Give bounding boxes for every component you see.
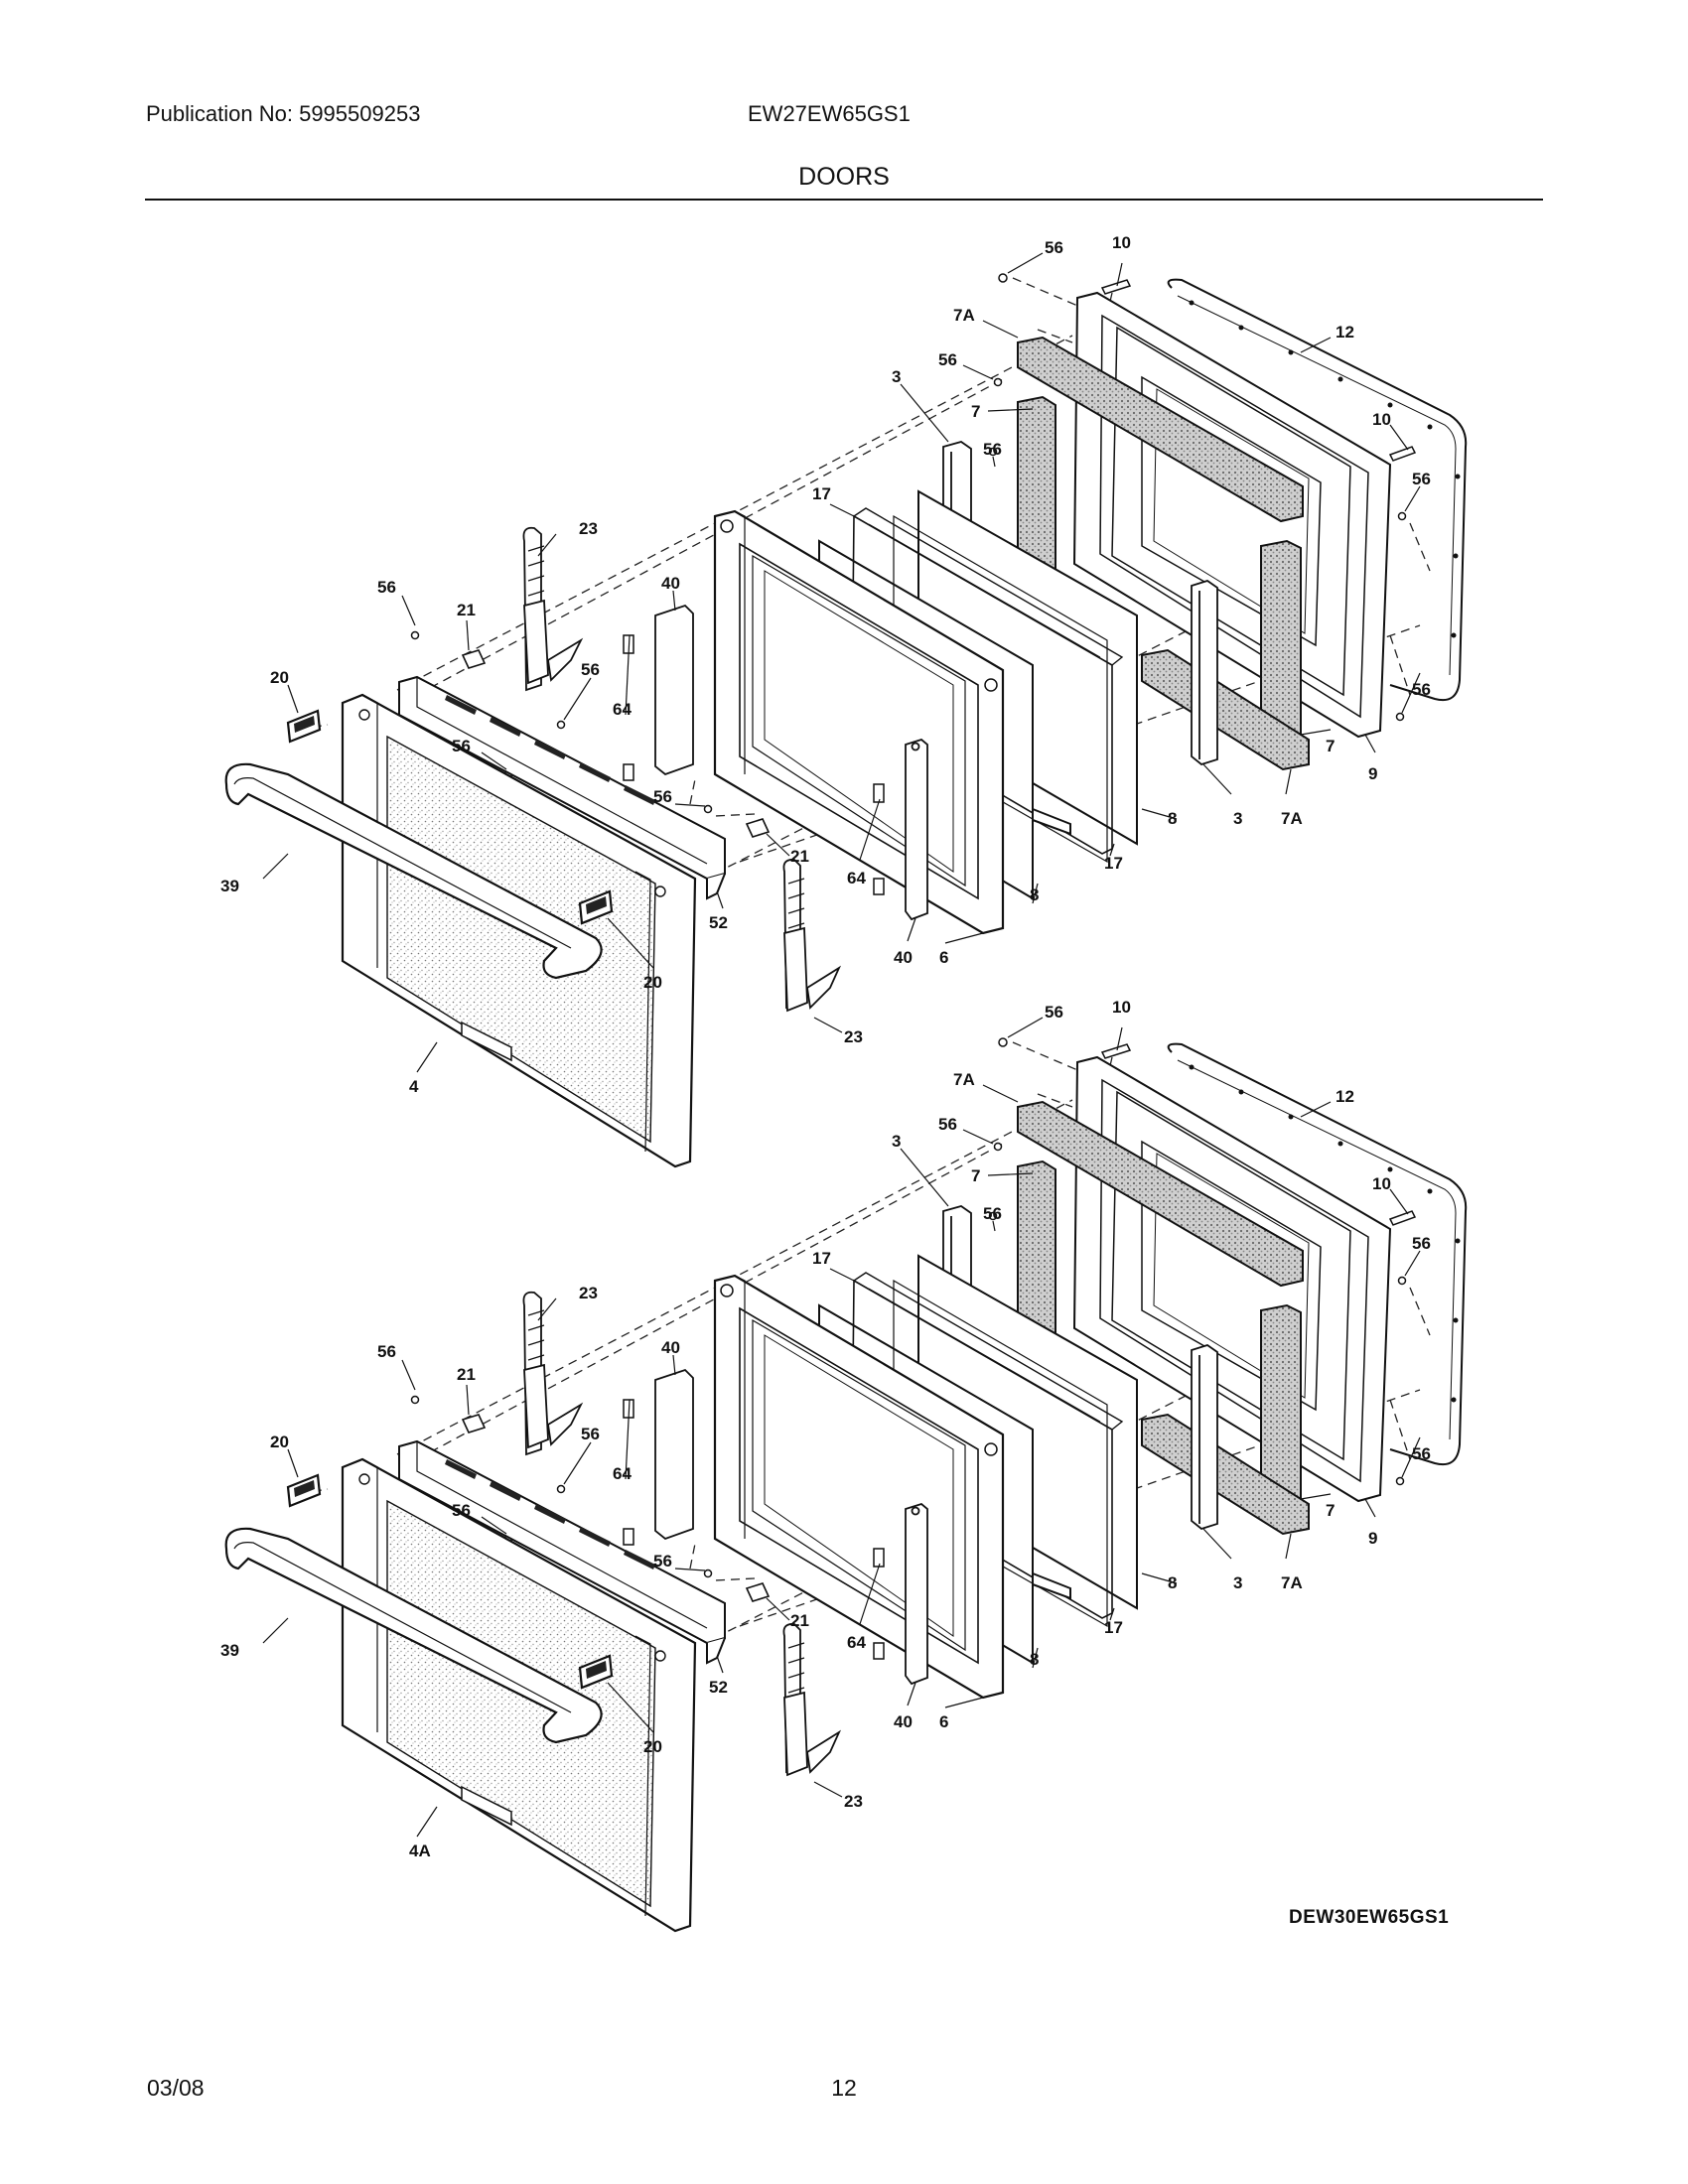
callout-21: 21 bbox=[457, 1365, 476, 1384]
title-rule bbox=[145, 199, 1543, 201]
callout-8: 8 bbox=[1168, 809, 1177, 828]
callout-56: 56 bbox=[653, 1552, 672, 1570]
callout-8: 8 bbox=[1030, 1650, 1039, 1669]
callout-3: 3 bbox=[1233, 809, 1242, 828]
callout-64: 64 bbox=[847, 869, 866, 887]
callout-17: 17 bbox=[1104, 1618, 1123, 1637]
callout-7a: 7A bbox=[953, 306, 975, 325]
callout-3: 3 bbox=[1233, 1573, 1242, 1592]
callout-10: 10 bbox=[1372, 1174, 1391, 1193]
callout-8: 8 bbox=[1030, 886, 1039, 904]
callout-9: 9 bbox=[1368, 764, 1377, 783]
callout-7: 7 bbox=[1326, 737, 1335, 755]
callout-64: 64 bbox=[847, 1633, 866, 1652]
callout-56: 56 bbox=[1412, 470, 1431, 488]
callout-56: 56 bbox=[1045, 238, 1063, 257]
upper-door-assembly: 56 10 7A 12 56 3 7 10 56 56 17 23 56 21 … bbox=[220, 233, 1468, 1168]
callout-20: 20 bbox=[643, 1737, 662, 1756]
footer-date: 03/08 bbox=[147, 2075, 205, 2101]
callout-21: 21 bbox=[790, 847, 809, 866]
callout-56: 56 bbox=[983, 1204, 1002, 1223]
callout-6: 6 bbox=[939, 1712, 948, 1731]
callout-56: 56 bbox=[1045, 1003, 1063, 1022]
publication-number: Publication No: 5995509253 bbox=[146, 101, 421, 126]
callout-3: 3 bbox=[892, 1132, 901, 1151]
callout-56: 56 bbox=[653, 787, 672, 806]
callout-56: 56 bbox=[452, 737, 471, 755]
lower-door-assembly: 56 10 7A 12 56 3 7 10 56 56 17 23 56 21 … bbox=[220, 998, 1468, 1933]
callout-10: 10 bbox=[1112, 998, 1131, 1017]
callout-56: 56 bbox=[452, 1501, 471, 1520]
callout-7: 7 bbox=[971, 402, 980, 421]
callout-56: 56 bbox=[1412, 1444, 1431, 1463]
page-number: 12 bbox=[831, 2075, 857, 2101]
callout-17: 17 bbox=[1104, 854, 1123, 873]
callout-52: 52 bbox=[709, 913, 728, 932]
callout-64: 64 bbox=[613, 700, 632, 719]
callout-17: 17 bbox=[812, 1249, 831, 1268]
callout-12: 12 bbox=[1336, 323, 1354, 341]
callout-12: 12 bbox=[1336, 1087, 1354, 1106]
callout-4: 4A bbox=[409, 1842, 431, 1860]
callout-21: 21 bbox=[790, 1611, 809, 1630]
callout-52: 52 bbox=[709, 1678, 728, 1697]
callout-40: 40 bbox=[894, 1712, 913, 1731]
callout-3: 3 bbox=[892, 367, 901, 386]
callout-6: 6 bbox=[939, 948, 948, 967]
callout-39: 39 bbox=[220, 877, 239, 895]
callout-7a: 7A bbox=[1281, 1573, 1303, 1592]
callout-7a: 7A bbox=[953, 1070, 975, 1089]
callout-7: 7 bbox=[971, 1166, 980, 1185]
callout-56: 56 bbox=[1412, 680, 1431, 699]
callout-7: 7 bbox=[1326, 1501, 1335, 1520]
callout-56: 56 bbox=[581, 1425, 600, 1443]
callout-23: 23 bbox=[579, 519, 598, 538]
callout-40: 40 bbox=[894, 948, 913, 967]
callout-56: 56 bbox=[938, 350, 957, 369]
callout-23: 23 bbox=[844, 1027, 863, 1046]
callout-8: 8 bbox=[1168, 1573, 1177, 1592]
callout-20: 20 bbox=[270, 1433, 289, 1451]
callout-56: 56 bbox=[983, 440, 1002, 459]
callout-40: 40 bbox=[661, 574, 680, 593]
callout-40: 40 bbox=[661, 1338, 680, 1357]
callout-17: 17 bbox=[812, 484, 831, 503]
callout-56: 56 bbox=[377, 1342, 396, 1361]
callout-21: 21 bbox=[457, 601, 476, 619]
callout-23: 23 bbox=[579, 1284, 598, 1302]
callout-20: 20 bbox=[643, 973, 662, 992]
callout-4: 4 bbox=[409, 1077, 419, 1096]
diagram-code: DEW30EW65GS1 bbox=[1289, 1907, 1450, 1928]
page-title: DOORS bbox=[798, 163, 890, 191]
callout-9: 9 bbox=[1368, 1529, 1377, 1548]
callout-10: 10 bbox=[1112, 233, 1131, 252]
callout-56: 56 bbox=[581, 660, 600, 679]
callout-56: 56 bbox=[377, 578, 396, 597]
callout-39: 39 bbox=[220, 1641, 239, 1660]
callout-20: 20 bbox=[270, 668, 289, 687]
callout-23: 23 bbox=[844, 1792, 863, 1811]
callout-7a: 7A bbox=[1281, 809, 1303, 828]
callout-56: 56 bbox=[938, 1115, 957, 1134]
callout-56: 56 bbox=[1412, 1234, 1431, 1253]
model-number: EW27EW65GS1 bbox=[748, 101, 911, 126]
callout-64: 64 bbox=[613, 1464, 632, 1483]
callout-10: 10 bbox=[1372, 410, 1391, 429]
